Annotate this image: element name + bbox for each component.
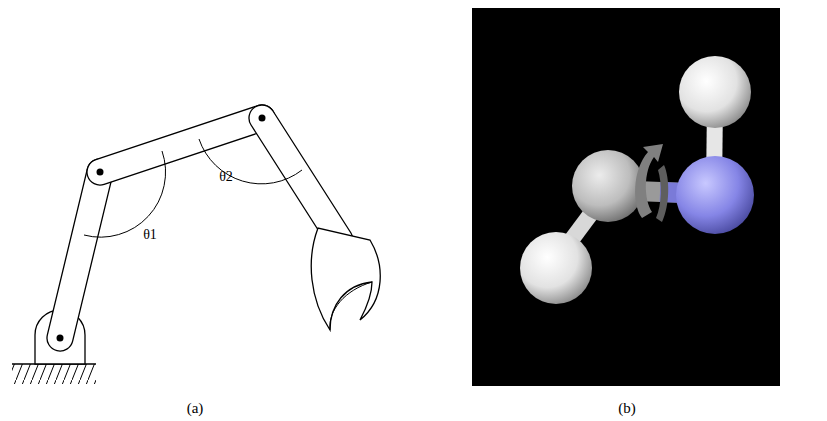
joint-pin	[97, 169, 104, 176]
arm-link	[44, 156, 115, 353]
hydrogen-atom	[520, 232, 592, 304]
angle-label: θ2	[219, 170, 233, 184]
carbon-atom	[572, 150, 644, 222]
nitrogen-atom	[676, 156, 754, 234]
rotation-arrow	[635, 144, 663, 218]
rotation-arrow	[656, 165, 668, 222]
molecule	[520, 56, 754, 304]
angle-arc	[84, 151, 166, 237]
angle-arc	[199, 139, 302, 184]
render-background	[472, 8, 780, 386]
gripper-edge	[330, 282, 372, 330]
angle-label: θ1	[143, 228, 157, 242]
panel-caption: (b)	[618, 401, 636, 416]
hydrogen-atom	[679, 56, 751, 128]
ground	[12, 364, 96, 384]
panel-caption: (a)	[187, 401, 204, 416]
gripper	[311, 228, 380, 330]
joint-pin	[57, 335, 64, 342]
joint-pin	[259, 115, 266, 122]
